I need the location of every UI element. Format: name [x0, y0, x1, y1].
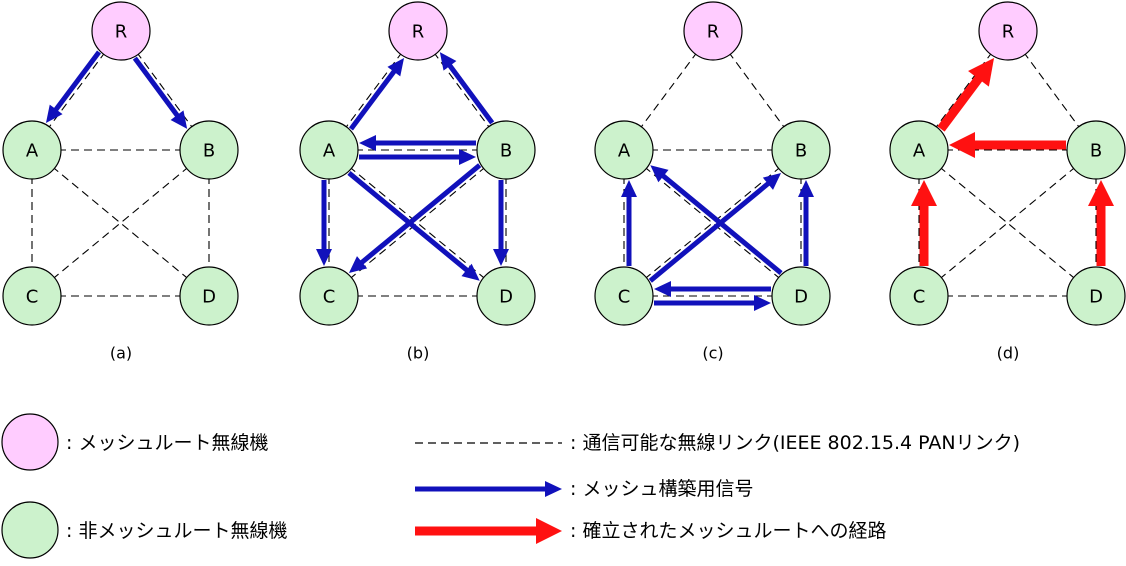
node-B-label: B — [1090, 141, 1102, 162]
arrow-B-to-R — [439, 52, 495, 125]
node-D-label: D — [202, 287, 216, 308]
node-C — [299, 266, 359, 326]
arrow-R-to-A — [45, 50, 102, 123]
node-R-label: R — [707, 22, 720, 43]
node-C — [889, 266, 949, 326]
node-D — [1066, 266, 1126, 326]
node-B-label: B — [500, 141, 512, 162]
node-B — [1066, 120, 1126, 180]
arrow-R-to-B — [132, 56, 188, 129]
arrow-A-to-R — [348, 58, 405, 131]
node-R — [388, 1, 448, 61]
panel-1: R A B C D (b) — [299, 1, 536, 363]
arrow-C-to-A — [621, 180, 637, 266]
node-R-label: R — [412, 22, 425, 43]
node-D — [476, 266, 536, 326]
legend-other-node-label: : 非メッシュルート無線機 — [66, 520, 287, 542]
legend: : メッシュルート無線機 : 非メッシュルート無線機 : 通信可能な無線リンク(… — [1, 413, 1020, 559]
node-B — [771, 120, 831, 180]
legend-blue-arrow-shape — [415, 481, 562, 497]
arrow-C-to-B — [648, 172, 782, 283]
node-B-label: B — [795, 141, 807, 162]
arrow-A-to-B — [359, 149, 476, 165]
panel-1-caption: (b) — [407, 344, 430, 363]
arrow-D-to-C — [654, 281, 771, 297]
arrow-A-to-R — [937, 58, 995, 132]
node-D-label: D — [1089, 287, 1103, 308]
node-B — [476, 120, 536, 180]
node-A — [299, 120, 359, 180]
node-A-label: A — [26, 141, 39, 162]
panel-2: R A B C D (c) — [594, 1, 831, 363]
node-D — [179, 266, 239, 326]
arrow-D-to-B — [798, 180, 814, 266]
node-A-label: A — [913, 141, 926, 162]
panel-0-caption: (a) — [110, 344, 132, 363]
panel-3: R A B C D (d) — [889, 1, 1126, 363]
node-C — [2, 266, 62, 326]
arrow-A-to-C — [316, 180, 332, 266]
legend-link-label: : 通信可能な無線リンク(IEEE 802.15.4 PANリンク) — [570, 432, 1020, 454]
node-B — [179, 120, 239, 180]
node-C-label: C — [913, 287, 926, 308]
node-A — [594, 120, 654, 180]
arrow-B-to-A — [949, 132, 1066, 158]
arrow-C-to-A — [911, 180, 937, 266]
arrow-B-to-D — [493, 180, 509, 266]
node-R-label: R — [115, 22, 128, 43]
node-R-label: R — [1002, 22, 1015, 43]
arrow-B-to-A — [359, 135, 476, 151]
node-D-label: D — [794, 287, 808, 308]
panel-2-caption: (c) — [702, 344, 723, 363]
legend-blue-arrow-label: : メッシュ構築用信号 — [570, 478, 753, 500]
legend-red-arrow-shape — [415, 518, 562, 544]
panel-0: R A B C D (a) — [2, 1, 239, 363]
node-R — [683, 1, 743, 61]
arrow-D-to-A — [650, 165, 783, 275]
legend-root-node-swatch — [1, 413, 59, 471]
node-A-label: A — [618, 141, 631, 162]
node-C-label: C — [26, 287, 39, 308]
node-D — [771, 266, 831, 326]
legend-other-node-swatch — [1, 501, 59, 559]
node-A — [889, 120, 949, 180]
node-C — [594, 266, 654, 326]
panel-3-caption: (d) — [997, 344, 1020, 363]
arrow-D-to-B — [1088, 180, 1114, 266]
node-B-label: B — [203, 141, 215, 162]
legend-root-node-label: : メッシュルート無線機 — [66, 432, 268, 454]
panels-group: R A B C D (a) R A B C D (b) R A B C D (c) R A B C D (d) — [2, 1, 1126, 363]
legend-red-arrow-sample — [415, 518, 562, 544]
legend-red-arrow-label: : 確立されたメッシュルートへの経路 — [570, 520, 886, 542]
arrow-C-to-D — [654, 295, 771, 311]
legend-blue-arrow-sample — [415, 481, 562, 497]
node-A-label: A — [323, 141, 336, 162]
node-R — [91, 1, 151, 61]
node-C-label: C — [323, 287, 336, 308]
arrow-B-to-C — [348, 163, 482, 274]
node-R — [978, 1, 1038, 61]
node-C-label: C — [618, 287, 631, 308]
node-D-label: D — [499, 287, 513, 308]
node-A — [2, 120, 62, 180]
